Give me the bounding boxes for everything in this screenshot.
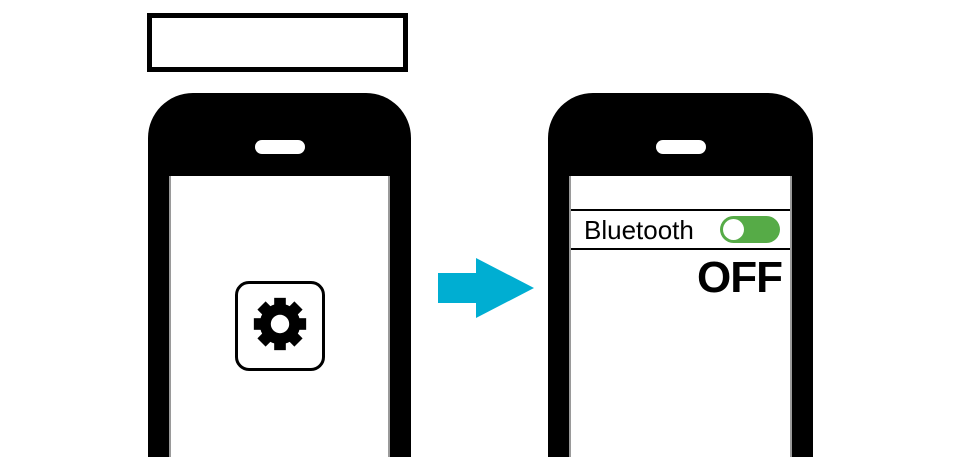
- settings-app-button[interactable]: [234, 281, 325, 371]
- speaker-slot: [254, 140, 305, 154]
- bluetooth-status-text: OFF: [697, 253, 783, 302]
- arrow-right-icon: [436, 256, 536, 320]
- settings-gear-icon: [249, 293, 311, 360]
- left-phone: [148, 93, 411, 457]
- left-phone-screen: [169, 176, 390, 457]
- speaker-slot: [655, 140, 706, 154]
- bluetooth-toggle[interactable]: [720, 216, 780, 243]
- caption-box: [147, 13, 408, 72]
- status-bar-row: [571, 176, 790, 211]
- right-phone: Bluetooth OFF: [548, 93, 813, 457]
- bluetooth-row: Bluetooth: [571, 211, 790, 250]
- bluetooth-label: Bluetooth: [584, 214, 694, 245]
- right-phone-screen: Bluetooth OFF: [569, 176, 792, 457]
- toggle-knob[interactable]: [723, 219, 744, 240]
